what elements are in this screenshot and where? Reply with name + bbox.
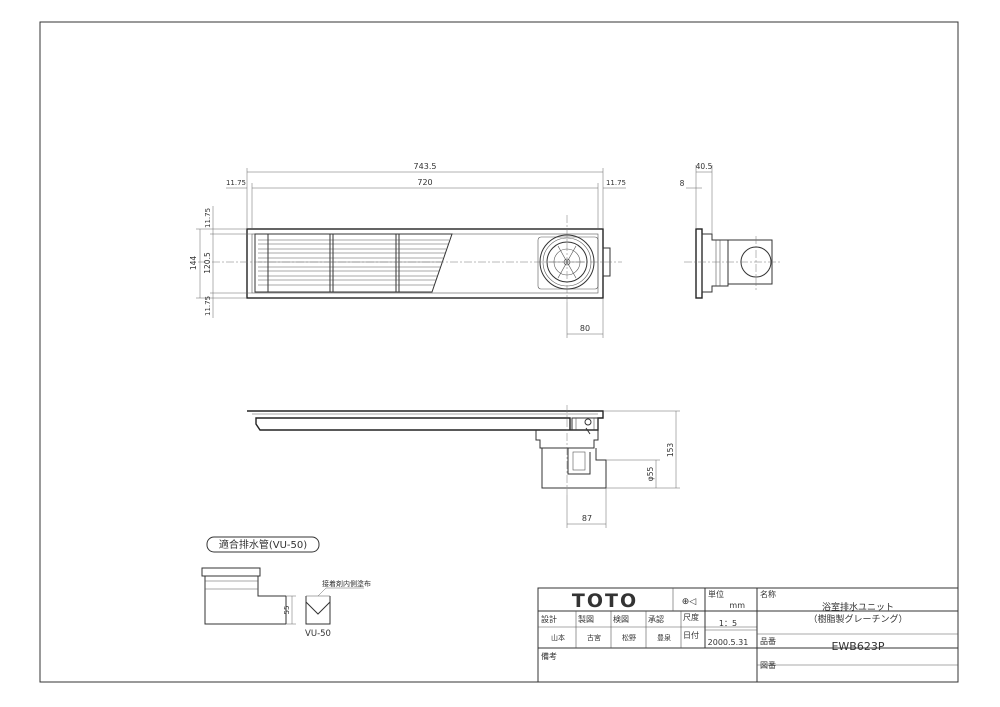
product-name-line1: 浴室排水ユニット (822, 601, 894, 613)
vu50-pipe (305, 596, 331, 625)
role-approval: 承認 (648, 614, 664, 624)
plan-view (198, 215, 622, 302)
scale-label: 尺度 (683, 612, 699, 622)
part-number: EWB623P (831, 640, 884, 653)
pipe-title: 適合排水管(VU-50) (219, 538, 307, 551)
drawing-number-label: 図番 (760, 660, 776, 670)
grating-ribs (267, 234, 400, 292)
person-approval: 豊泉 (657, 633, 671, 642)
adhesive-note: 接着剤内側塗布 (322, 579, 371, 588)
section-trap-body (541, 448, 607, 489)
brand-logo: TOTO (572, 590, 638, 612)
pipe-detail: 適合排水管(VU-50) 55 接着剤内側塗布 VU-50 (201, 536, 371, 639)
product-name-line2: （樹脂製グレーチング） (808, 613, 907, 625)
section-drain-collar (535, 429, 599, 449)
dim-section-height: 153 (666, 443, 675, 458)
side-body (701, 233, 729, 293)
projection-symbol: ⊕◁ (682, 597, 697, 607)
grating-slats (258, 239, 449, 286)
dim-pipe-diameter: φ55 (646, 467, 655, 482)
name-label: 名称 (760, 589, 776, 599)
dim-overall-length: 743.5 (414, 162, 437, 171)
title-block: TOTO ⊕◁ 単位 mm 尺度 1：5 日付 2000.5.31 設計 製図 … (537, 587, 959, 683)
dim-overall-width: 144 (189, 256, 198, 271)
part-label: 品番 (760, 636, 776, 646)
pipe-title-box (206, 536, 320, 553)
dim-left-margin: 11.75 (226, 179, 246, 187)
scale-value: 1：5 (719, 619, 737, 628)
role-design: 設計 (541, 614, 557, 624)
date-value: 2000.5.31 (708, 638, 749, 647)
dim-top-margin: 11.75 (204, 208, 212, 228)
section-trap-inner (567, 448, 591, 475)
unit-label: 単位 (708, 589, 724, 599)
section-view: 153 φ55 87 (247, 405, 680, 528)
date-label: 日付 (683, 630, 699, 640)
dim-pipe-height: 55 (283, 606, 291, 615)
person-design: 山本 (551, 633, 565, 642)
role-drafting: 製図 (578, 614, 594, 624)
unit-value: mm (729, 601, 745, 610)
person-checking: 松野 (622, 633, 636, 642)
dim-bottom-margin: 11.75 (204, 296, 212, 316)
dim-section-offset: 87 (582, 514, 592, 523)
dim-side-thickness: 8 (680, 179, 685, 188)
tray-inner-edge (251, 233, 599, 294)
person-drafting: 古宮 (587, 633, 601, 642)
dim-inner-width: 120.5 (203, 252, 212, 274)
role-checking: 検図 (613, 614, 629, 624)
dim-right-margin: 11.75 (606, 179, 626, 187)
dim-drain-offset: 80 (580, 324, 590, 333)
grating-outline (254, 233, 453, 293)
dim-inner-length: 720 (417, 178, 432, 187)
dim-side-width: 40.5 (696, 162, 713, 171)
side-view: 40.5 8 (680, 162, 780, 299)
plan-dimensions: 743.5 720 11.75 11.75 144 120.5 11.75 11… (189, 162, 626, 338)
side-flange (695, 228, 703, 299)
vu50-label: VU-50 (305, 629, 331, 639)
tray-outline (246, 228, 604, 299)
sheet-border (39, 21, 959, 683)
remarks-label: 備考 (541, 651, 557, 661)
pipe-elbow (204, 576, 286, 625)
